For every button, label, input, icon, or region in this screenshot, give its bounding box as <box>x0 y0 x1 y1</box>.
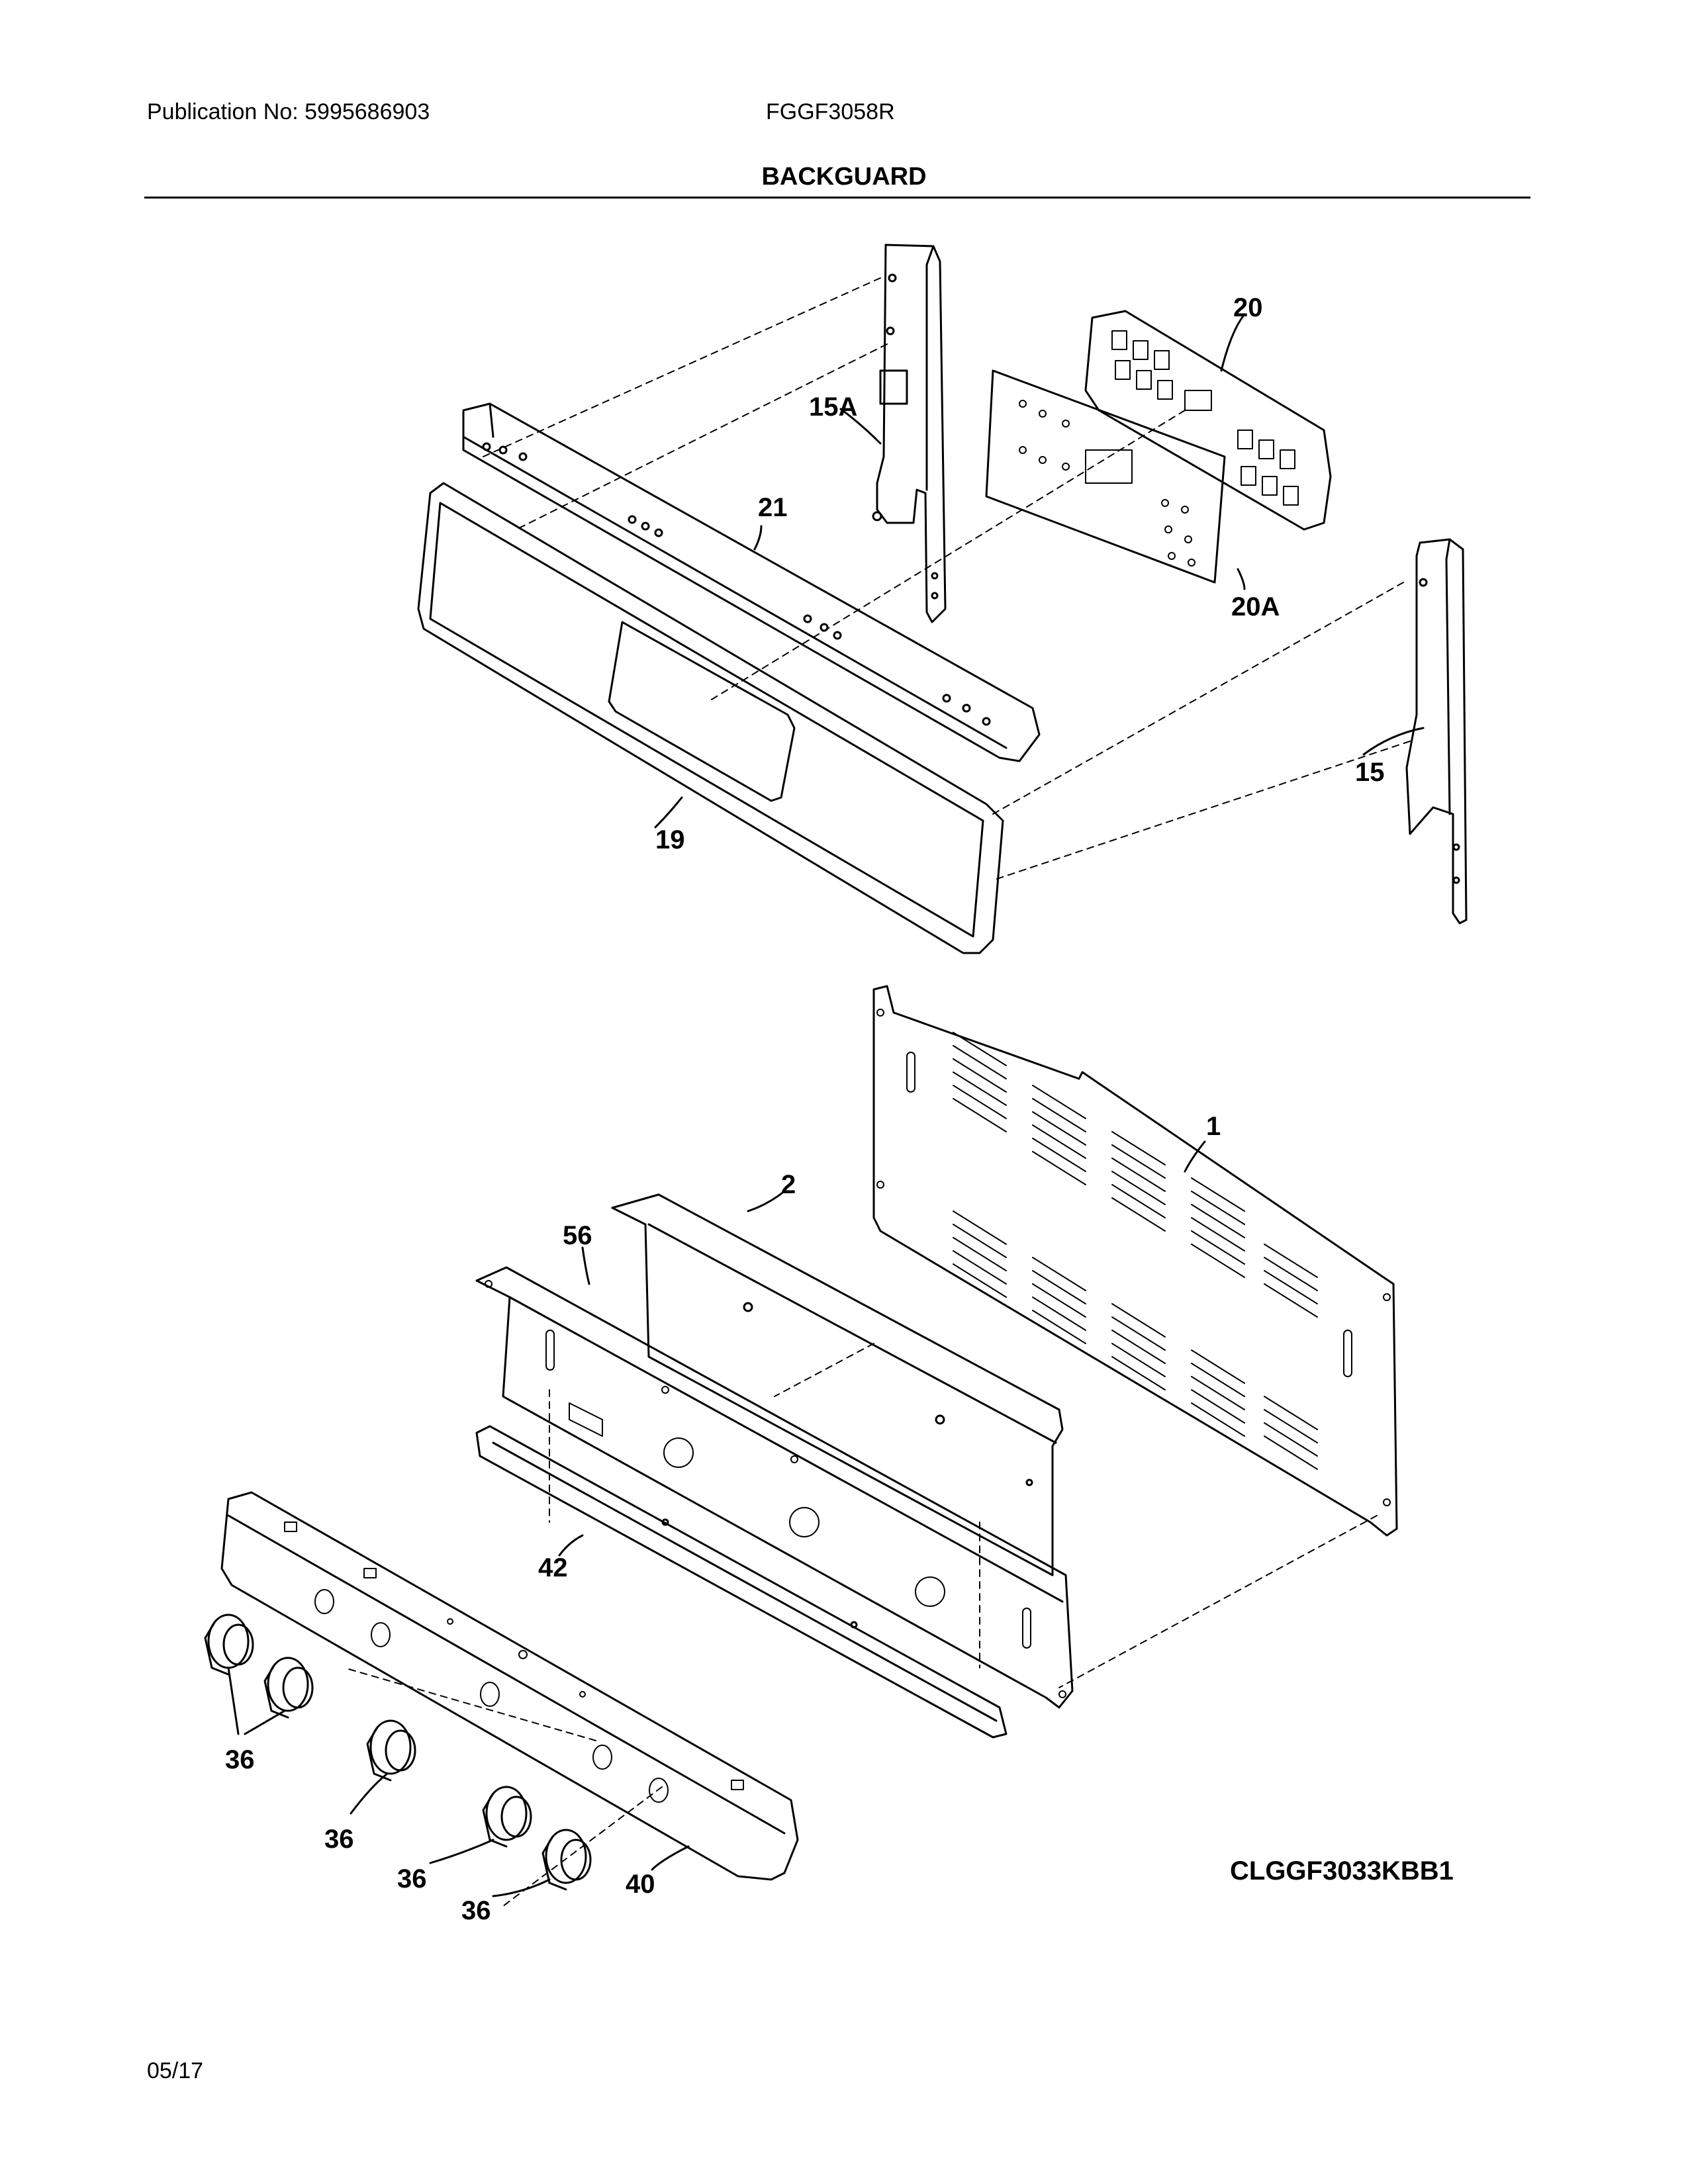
leader-lines <box>227 313 1425 1897</box>
heat-shield-42 <box>475 1425 1008 1739</box>
callout-20: 20 <box>1233 293 1263 322</box>
upper-trim-21 <box>462 402 1041 762</box>
callout-2: 2 <box>781 1170 796 1199</box>
knob-1 <box>204 1614 254 1676</box>
callout-36-c: 36 <box>397 1864 427 1893</box>
right-end-bracket-15 <box>1405 538 1468 925</box>
shield-2 <box>611 1193 1064 1576</box>
callout-1: 1 <box>1206 1112 1221 1141</box>
callout-36-b: 36 <box>324 1825 354 1854</box>
control-board-20 <box>1084 310 1332 531</box>
callout-20a: 20A <box>1231 592 1280 621</box>
console-panel-19 <box>417 482 1004 954</box>
knob-2 <box>263 1657 314 1719</box>
callout-15: 15 <box>1355 758 1385 787</box>
rear-panel-1 <box>872 985 1398 1537</box>
diagram-code: CLGGF3033KBB1 <box>1230 1856 1454 1886</box>
callout-19: 19 <box>655 825 685 854</box>
knob-3 <box>366 1719 416 1782</box>
callout-15a: 15A <box>809 392 857 422</box>
callout-36-d: 36 <box>461 1896 491 1925</box>
alignment-lines <box>344 277 1411 1907</box>
console-frame-56 <box>475 1266 1074 1709</box>
callout-21: 21 <box>758 493 788 522</box>
left-end-bracket-15a <box>872 244 947 623</box>
knob-4 <box>482 1786 532 1848</box>
publication-date: 05/17 <box>147 2058 204 2083</box>
callout-56: 56 <box>563 1221 592 1250</box>
manifold-panel-40 <box>220 1491 799 1881</box>
knob-5 <box>541 1829 592 1891</box>
callout-36-a: 36 <box>225 1745 255 1774</box>
overlay-20a <box>985 369 1226 584</box>
page-title: BACKGUARD <box>761 163 927 191</box>
header-divider <box>144 197 1530 199</box>
model-number: FGGF3058R <box>766 99 895 124</box>
callout-42: 42 <box>538 1553 568 1582</box>
callout-40: 40 <box>626 1870 655 1899</box>
publication-number: Publication No: 5995686903 <box>147 99 430 124</box>
